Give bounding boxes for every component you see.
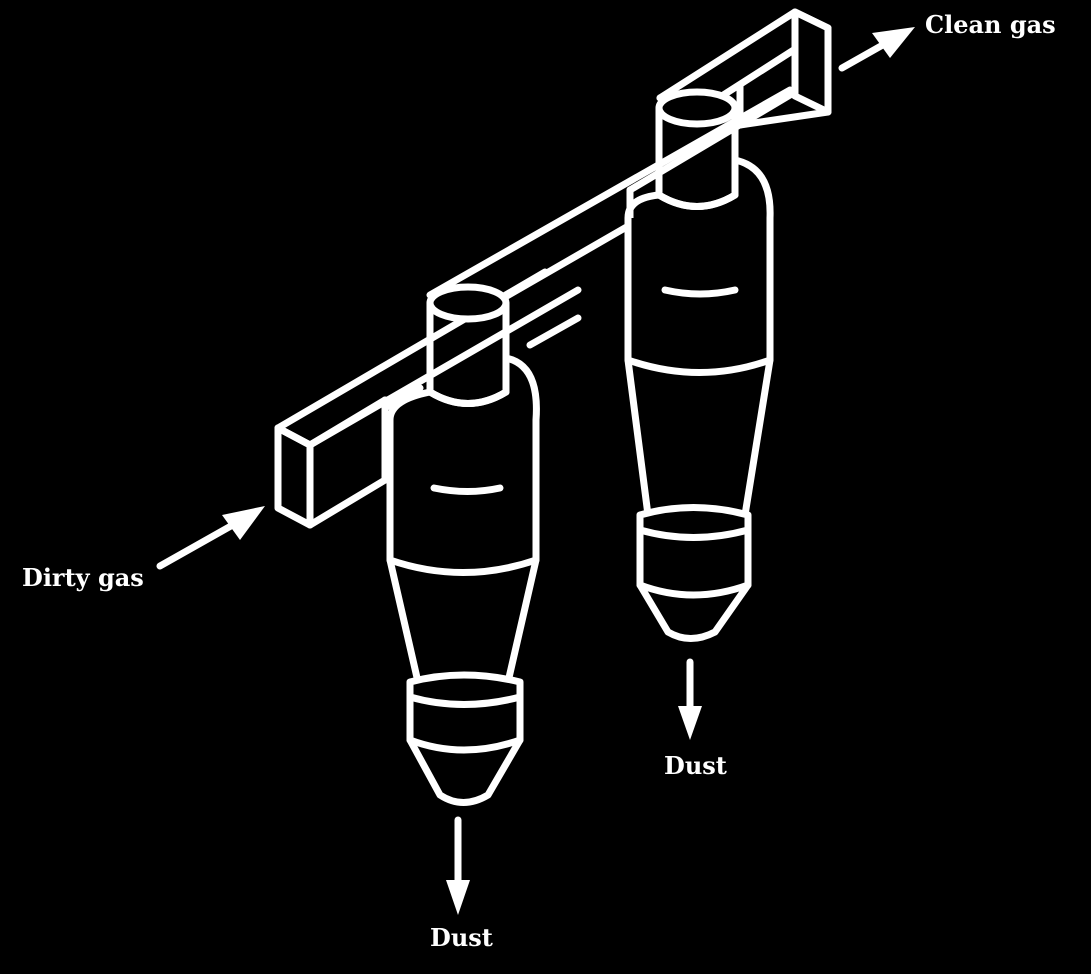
outlet-label: Clean gas [925, 10, 1056, 39]
dust-label-right: Dust [664, 751, 727, 780]
dust-arrow-right [678, 658, 702, 740]
cyclone-left [386, 283, 540, 806]
inlet-arrow [156, 506, 265, 570]
dust-label-left: Dust [430, 923, 493, 952]
inlet-label: Dirty gas [22, 563, 144, 592]
cyclone-right [624, 88, 774, 642]
dust-arrow-left [446, 816, 470, 915]
outlet-arrow [838, 27, 915, 72]
